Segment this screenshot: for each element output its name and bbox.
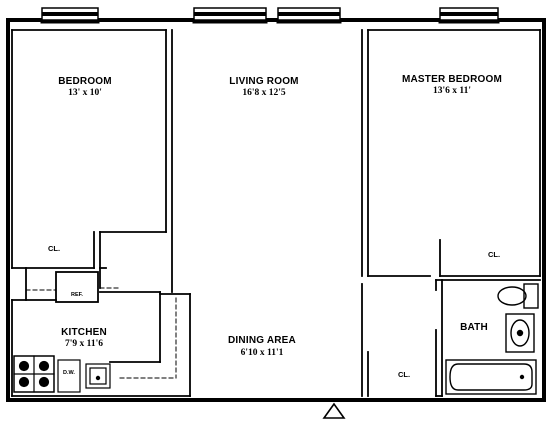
stove-icon — [13, 355, 55, 393]
room-dims-master-bedroom: 13'6 x 11' — [433, 86, 471, 96]
dishwasher-label: D.W. — [63, 370, 75, 376]
room-name-dining-area: DINING AREA — [228, 335, 296, 346]
wall-hall-closet — [361, 283, 369, 397]
room-dims-bedroom: 13' x 10' — [68, 88, 102, 98]
window-living-left — [192, 7, 268, 24]
room-name-kitchen: KITCHEN — [61, 327, 107, 338]
closet-label-bedroom: CL. — [48, 244, 60, 253]
room-name-bath: BATH — [460, 322, 488, 333]
entrance-icon — [322, 402, 346, 419]
wall-kitchen — [11, 267, 191, 397]
room-dims-dining-area: 6'10 x 11'1 — [241, 348, 284, 358]
window-master — [438, 7, 500, 24]
room-name-living-room: LIVING ROOM — [229, 76, 298, 87]
room-dims-kitchen: 7'9 x 11'6 — [65, 339, 103, 349]
window-living-right — [276, 7, 342, 24]
window-bedroom — [40, 7, 100, 24]
wall-master — [361, 29, 541, 277]
closet-label-master: CL. — [488, 250, 500, 259]
kitchen-sink-icon — [85, 363, 111, 389]
room-name-bedroom: BEDROOM — [58, 76, 112, 87]
wall-bedroom — [11, 29, 173, 293]
bathtub-icon — [445, 359, 537, 395]
bath-sink-icon — [505, 313, 535, 353]
toilet-icon — [497, 283, 539, 309]
room-name-master-bedroom: MASTER BEDROOM — [402, 74, 502, 85]
dishwasher — [57, 359, 81, 393]
refrigerator-label: REF. — [71, 292, 83, 298]
refrigerator — [55, 271, 99, 303]
room-dims-living-room: 16'8 x 12'5 — [242, 88, 286, 98]
wall-bath — [435, 279, 541, 397]
closet-label-hall: CL. — [398, 370, 410, 379]
